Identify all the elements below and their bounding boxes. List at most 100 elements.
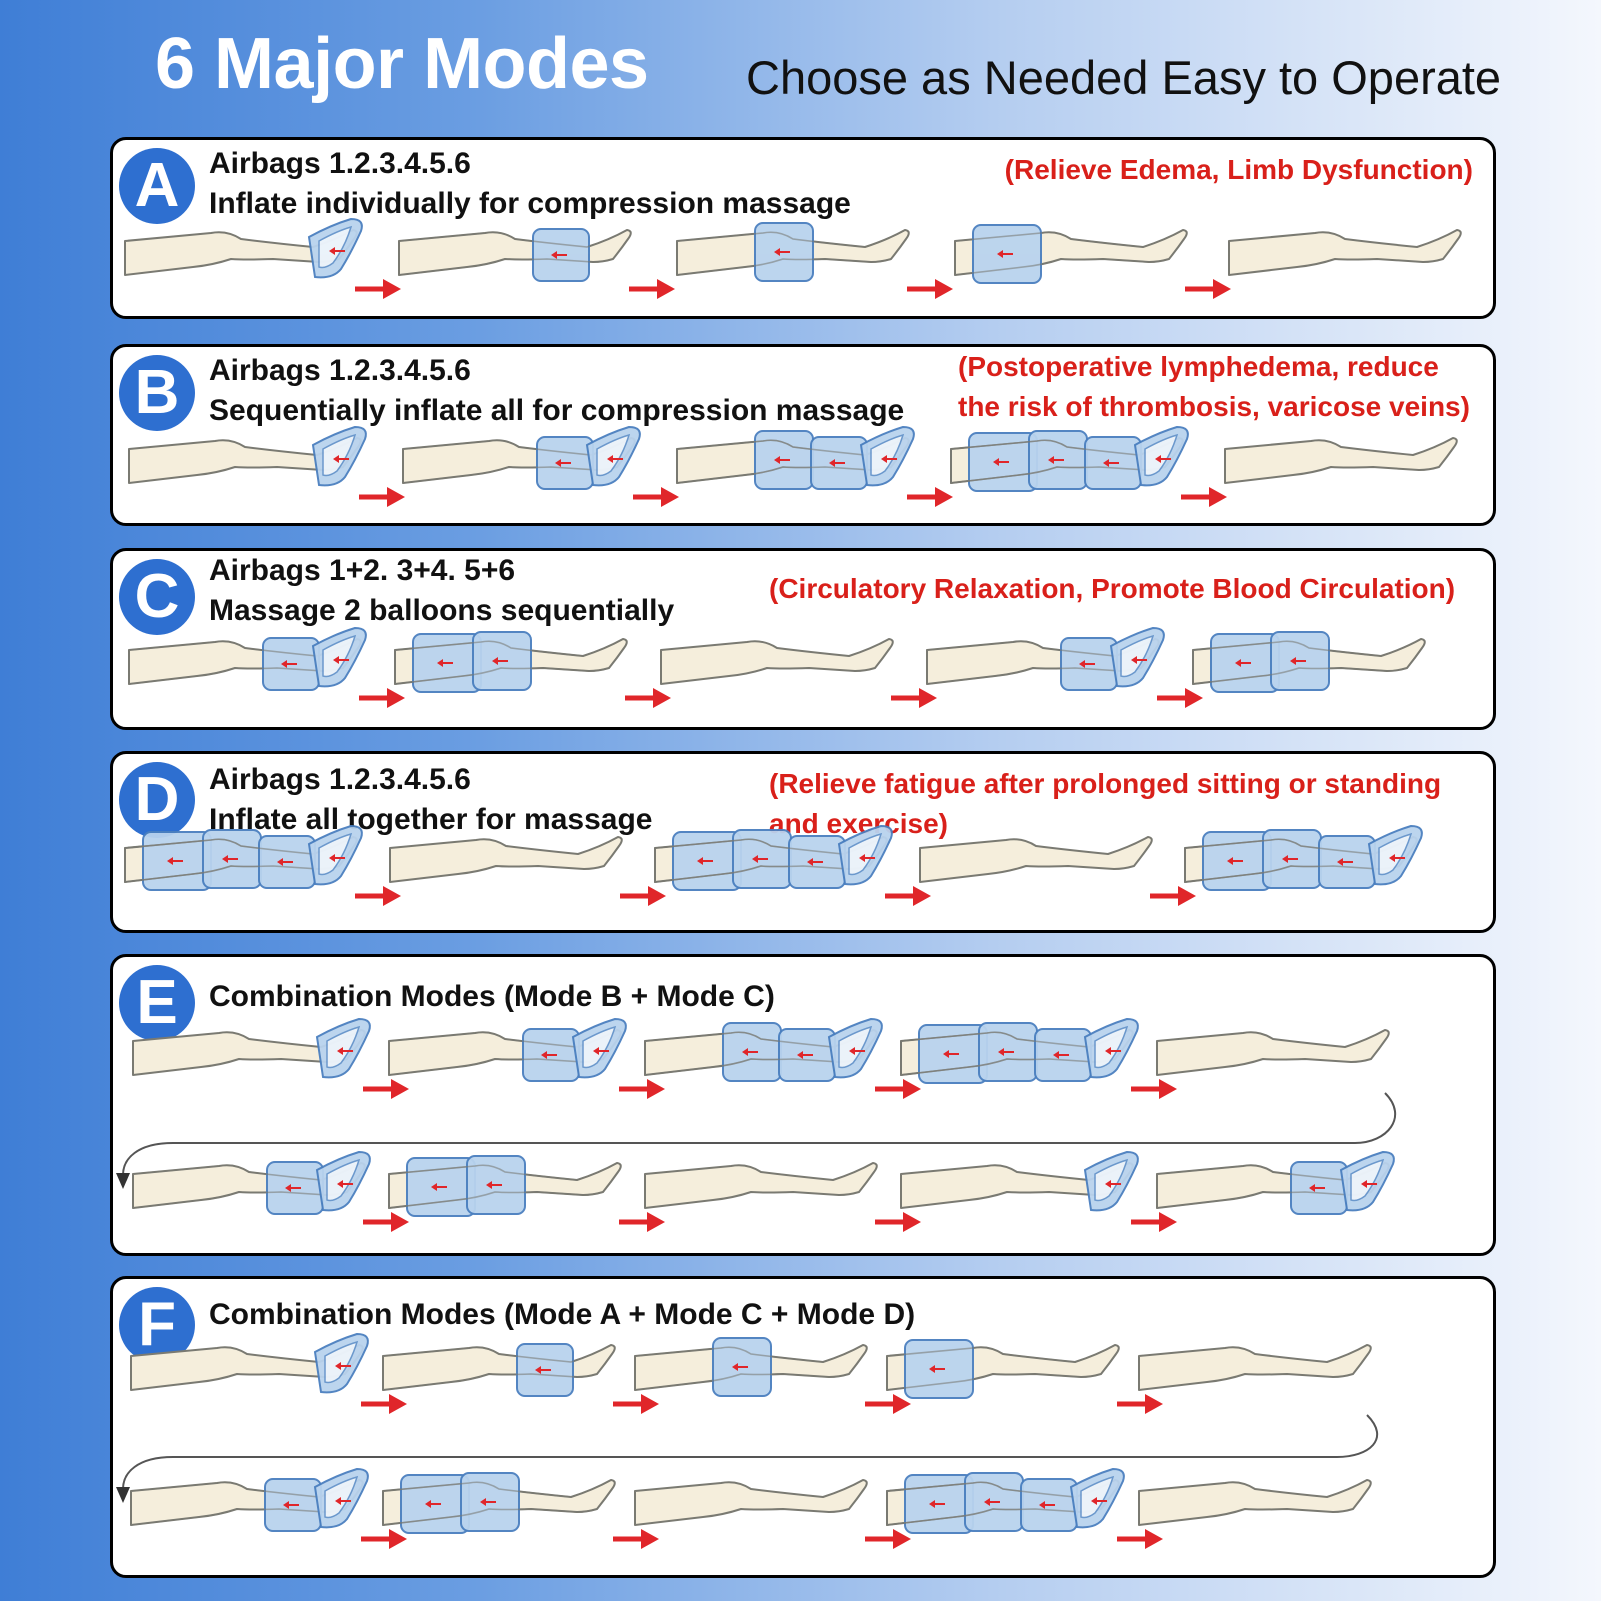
- mode-f-sequence-row-1: [113, 1279, 1493, 1575]
- page-subtitle: Choose as Needed Easy to Operate: [746, 51, 1502, 104]
- leg-frame: [926, 626, 1203, 708]
- mode-f-badge: F: [119, 1287, 195, 1363]
- leg-illustration: [1138, 1479, 1372, 1526]
- leg-illustration: [660, 638, 894, 685]
- sequence-arrow: [363, 1212, 409, 1232]
- sequence-arrow: [361, 1529, 407, 1549]
- mode-e-description: Combination Modes (Mode B + Mode C): [209, 980, 775, 1013]
- mode-b-panel: B Airbags 1.2.3.4.5.6 Sequentially infla…: [110, 344, 1496, 526]
- leg-frame: [1138, 1344, 1372, 1391]
- leg-frame: [634, 1479, 911, 1549]
- sequence-arrow: [629, 279, 675, 299]
- leg-frame: [900, 1017, 1177, 1099]
- leg-frame: [128, 626, 405, 708]
- sequence-arrow: [633, 487, 679, 507]
- mode-e-sequence-row-1: [113, 957, 1493, 1253]
- leg-frame: [130, 1467, 407, 1549]
- sequence-arrow: [613, 1394, 659, 1414]
- sequence-arrow: [907, 279, 953, 299]
- leg-illustrations: [130, 1332, 1372, 1414]
- leg-frame: [382, 1343, 659, 1414]
- sequence-arrow: [865, 1394, 911, 1414]
- leg-illustration: [634, 1479, 868, 1526]
- leg-frame: [1224, 437, 1458, 484]
- sequence-arrow: [1131, 1079, 1177, 1099]
- sequence-arrow: [361, 1394, 407, 1414]
- mode-d-benefit-line-1: (Relieve fatigue after prolonged sitting…: [769, 768, 1442, 799]
- leg-frame: [388, 1155, 665, 1232]
- sequence-arrow: [1131, 1212, 1177, 1232]
- leg-frame: [1192, 631, 1426, 693]
- page-title: 6 Major Modes: [155, 24, 649, 104]
- leg-frame: [676, 222, 953, 299]
- leg-frame: [644, 1017, 921, 1099]
- leg-frame: [394, 631, 671, 708]
- sequence-arrow: [865, 1529, 911, 1549]
- mode-a-airbags-label: Airbags 1.2.3.4.5.6: [209, 147, 471, 180]
- mode-f-return-arrow: [116, 1414, 1379, 1503]
- leg-frame: [886, 1467, 1163, 1549]
- sequence-arrow: [1157, 688, 1203, 708]
- sequence-arrow: [625, 688, 671, 708]
- leg-frame: [886, 1339, 1163, 1414]
- mode-d-badge: D: [119, 762, 195, 838]
- mode-e-return-arrow: [116, 1092, 1397, 1189]
- mode-a-panel: A Airbags 1.2.3.4.5.6 Inflate individual…: [110, 137, 1496, 319]
- leg-frame: [954, 224, 1231, 299]
- leg-frame: [660, 638, 937, 708]
- mode-f-panel: F Combination Modes (Mode A + Mode C + M…: [110, 1276, 1496, 1578]
- leg-frame: [382, 1472, 659, 1549]
- sequence-arrow: [1117, 1529, 1163, 1549]
- mode-c-description: Massage 2 balloons sequentially: [209, 594, 675, 627]
- leg-frame: [132, 1017, 409, 1099]
- mode-f-description: Combination Modes (Mode A + Mode C + Mod…: [209, 1298, 916, 1331]
- leg-illustration: [1138, 1344, 1372, 1391]
- mode-a-description: Inflate individually for compression mas…: [209, 187, 851, 220]
- mode-d-description: Inflate all together for massage: [209, 803, 653, 836]
- leg-frame: [389, 836, 666, 906]
- mode-d-sequence: [113, 754, 1493, 930]
- mode-c-badge: C: [119, 559, 195, 635]
- leg-frame: [1138, 1479, 1372, 1526]
- leg-frame: [402, 425, 679, 507]
- leg-frame: [900, 1150, 1177, 1232]
- sequence-arrow: [359, 688, 405, 708]
- leg-frame: [128, 425, 405, 507]
- mode-b-description: Sequentially inflate all for compression…: [209, 394, 905, 427]
- leg-illustrations: [132, 1150, 1395, 1232]
- leg-illustrations: [130, 1467, 1372, 1549]
- leg-illustration: [398, 229, 632, 276]
- sequence-arrow: [875, 1212, 921, 1232]
- mode-a-badge: A: [119, 148, 195, 224]
- sequence-arrow: [885, 886, 931, 906]
- mode-e-panel: E Combination Modes (Mode B + Mode C): [110, 954, 1496, 1256]
- mode-c-airbags-label: Airbags 1+2. 3+4. 5+6: [209, 554, 516, 587]
- leg-illustration: [919, 836, 1153, 883]
- sequence-arrow: [359, 487, 405, 507]
- leg-illustrations: [132, 1017, 1390, 1099]
- leg-illustration: [389, 836, 623, 883]
- leg-frame: [654, 824, 931, 906]
- sequence-arrow: [1185, 279, 1231, 299]
- mode-b-sequence: [113, 347, 1493, 523]
- sequence-arrow: [1181, 487, 1227, 507]
- leg-frame: [1184, 824, 1423, 891]
- sequence-arrow: [619, 1079, 665, 1099]
- sequence-arrow: [620, 886, 666, 906]
- leg-illustrations: [124, 824, 1423, 906]
- leg-illustration: [1228, 229, 1462, 276]
- sequence-arrow: [891, 688, 937, 708]
- leg-frame: [634, 1337, 911, 1414]
- mode-e-badge: E: [119, 965, 195, 1041]
- sequence-arrow: [1150, 886, 1196, 906]
- leg-frame: [388, 1017, 665, 1099]
- leg-illustrations: [128, 425, 1458, 507]
- leg-illustrations: [124, 217, 1462, 299]
- leg-frame: [950, 425, 1227, 507]
- leg-frame: [1156, 1029, 1390, 1076]
- mode-c-panel: C Airbags 1+2. 3+4. 5+6 Massage 2 balloo…: [110, 548, 1496, 730]
- leg-illustrations: [128, 626, 1426, 708]
- sequence-arrow: [613, 1529, 659, 1549]
- leg-frame: [1156, 1150, 1395, 1215]
- sequence-arrow: [875, 1079, 921, 1099]
